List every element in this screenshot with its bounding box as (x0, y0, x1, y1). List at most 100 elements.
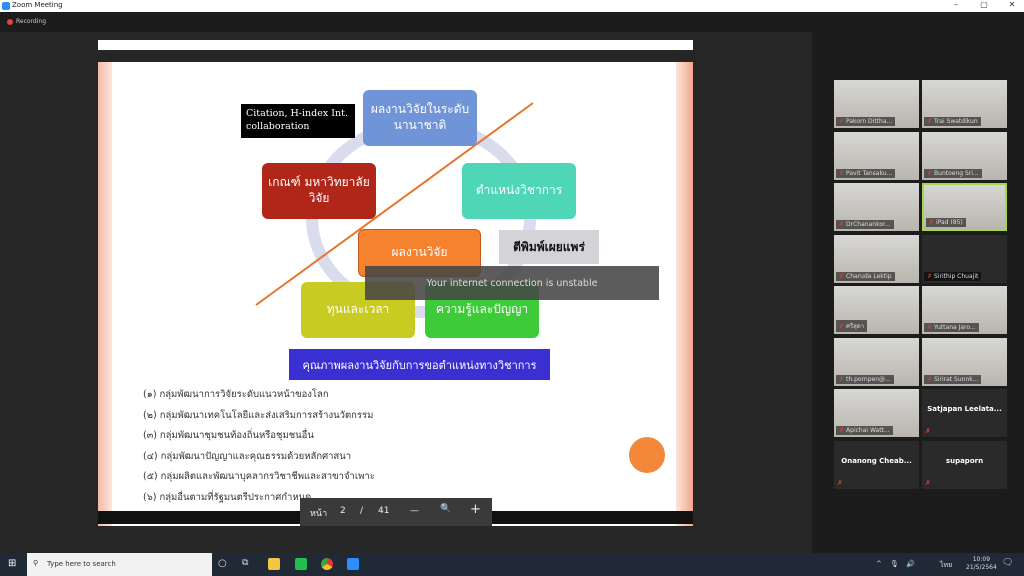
participant-name: DrChanankor... (846, 221, 891, 228)
chrome-icon[interactable] (321, 558, 333, 570)
pdf-page-controls: หน้า 2 / 41 — 🔍 + (300, 498, 492, 526)
participant-label: ✗ศรีสุดา (836, 320, 867, 332)
participant-tile[interactable]: ✗Apichai Watt... (834, 389, 919, 437)
cortana-icon[interactable]: ○ (218, 558, 227, 569)
participant-tile[interactable]: ✗Yuttana Jaro... (922, 286, 1007, 334)
box-research-university: เกณฑ์ มหาวิทยาลัยวิจัย (262, 163, 376, 219)
muted-mic-icon: ✗ (927, 375, 933, 383)
zoom-in-button[interactable]: + (470, 502, 481, 517)
participant-tile[interactable]: ✗Charuda Lektip (834, 234, 919, 283)
participant-tile[interactable]: ✗iPad (85) (922, 183, 1007, 231)
participant-label: ✗Charuda Lektip (836, 271, 895, 281)
participant-name: iPad (85) (936, 219, 963, 226)
participant-tile[interactable]: Satjapan Leelata... ✗ (922, 389, 1007, 437)
minimize-button[interactable]: – (954, 0, 958, 9)
muted-mic-icon: ✗ (929, 219, 935, 226)
participant-label: ✗th.pornpen@... (836, 374, 894, 384)
box-international-research: ผลงานวิจัยในระดับนานาชาติ (363, 90, 477, 146)
participant-label: ✗Apichai Watt... (836, 426, 893, 435)
participant-name: Pavit Tansaku... (846, 169, 893, 177)
participant-label: ✗Trai Swatdikun (924, 117, 981, 126)
magnifier-icon[interactable]: 🔍 (440, 504, 452, 514)
connection-toast: Your internet connection is unstable (365, 266, 659, 300)
participant-name: Apichai Watt... (846, 427, 890, 434)
page-number-input[interactable]: 2 (340, 506, 346, 516)
publish-box: ตีพิมพ์เผยแพร่ (499, 230, 599, 264)
participant-tile[interactable]: ✗Pavit Tansaku... (834, 131, 919, 180)
participant-label: ✗DrChanankor... (836, 220, 894, 229)
participant-label: ✗Yuttana Jaro... (924, 323, 979, 332)
line-app-icon[interactable] (295, 558, 307, 570)
muted-mic-icon: ✗ (839, 375, 845, 383)
participant-name: Sirirat Sunnk... (934, 375, 979, 383)
participant-label: ✗Sirirat Sunnk... (924, 374, 982, 384)
language-indicator[interactable]: ไทย (940, 561, 953, 569)
notifications-icon[interactable]: 🗨 (1002, 558, 1014, 568)
participant-name: Satjapan Leelata... (927, 405, 1002, 413)
participant-label: ✗Buntoeng Sri... (924, 168, 982, 178)
volume-icon[interactable]: 🔊 (906, 560, 915, 568)
participant-tile[interactable]: ✗th.pornpen@... (834, 337, 919, 386)
file-explorer-icon[interactable] (268, 558, 280, 570)
muted-mic-icon: ✗ (925, 427, 931, 435)
list-item: (๒) กลุ่มพัฒนาเทคโนโลยีและส่งเสริมการสร้… (143, 409, 374, 421)
list-item: (๔) กลุ่มพัฒนาปัญญาและคุณธรรมด้วยหลักศาส… (143, 450, 352, 462)
list-item: (๕) กลุ่มผลิตและพัฒนาบุคลากรวิชาชีพและสา… (143, 471, 375, 482)
participant-label: ✗Pavit Tansaku... (836, 168, 896, 178)
slide-banner: คุณภาพผลงานวิจัยกับการขอตำแหน่งทางวิชากา… (289, 349, 550, 380)
muted-mic-icon: ✗ (839, 169, 845, 177)
close-button[interactable]: ✕ (1008, 0, 1016, 9)
muted-mic-icon: ✗ (925, 478, 931, 487)
muted-mic-icon: ✗ (839, 221, 845, 228)
participant-tile[interactable]: Onanong Cheab... ✗ (834, 440, 919, 489)
participant-tile[interactable]: ✗DrChanankor... (834, 183, 919, 231)
task-view-icon[interactable]: ⧉ (242, 558, 249, 568)
slide-border-right (676, 62, 693, 526)
zoom-taskbar-icon[interactable] (347, 558, 359, 570)
participant-name: supaporn (945, 456, 984, 465)
citation-box: Citation, H-index Int. collaboration (241, 104, 355, 138)
previous-page-edge (98, 40, 693, 50)
participant-label: ✗iPad (85) (926, 218, 966, 227)
slide-border-left (98, 62, 112, 526)
muted-mic-icon: ✗ (839, 118, 845, 125)
recording-indicator[interactable]: Recording (0, 12, 1024, 32)
taskbar: ⊞ ⚲ Type here to search ○ ⧉ ^ 🎙 🔊 ไทย 10… (0, 553, 1024, 576)
participant-tile[interactable]: ✗Sirirat Sunnk... (922, 337, 1007, 386)
participant-name: Onanong Cheab... (841, 456, 912, 465)
box-academic-position: ตำแหน่งวิชาการ (462, 163, 576, 219)
muted-mic-icon: ✗ (927, 324, 933, 331)
participant-tile[interactable]: ✗Trai Swatdikun (922, 80, 1007, 128)
window-title: Zoom Meeting (12, 1, 63, 9)
participant-label: ✗Sirithip Chuajit (924, 271, 982, 281)
participant-tile[interactable]: ✗ศรีสุดา (834, 286, 919, 334)
participant-tile[interactable]: ✗Sirithip Chuajit (922, 234, 1007, 283)
list-item: (๖) กลุ่มอื่นตามที่รัฐมนตรีประกาศกำหนด (143, 491, 312, 503)
muted-mic-icon: ✗ (837, 478, 843, 487)
group-list: (๑) กลุ่มพัฒนาการวิจัยระดับแนวหน้าของโลก… (143, 385, 375, 508)
microphone-icon[interactable]: 🎙 (890, 560, 899, 568)
muted-mic-icon: ✗ (839, 272, 845, 280)
participant-name: Charuda Lektip (846, 272, 892, 280)
windows-start-icon[interactable]: ⊞ (8, 558, 17, 569)
page-separator: / (360, 506, 364, 516)
participant-name: th.pornpen@... (846, 375, 891, 383)
participant-tile[interactable]: supaporn ✗ (922, 440, 1007, 489)
page-label: หน้า (310, 509, 328, 519)
participant-label: ✗Pakorn Dittha... (836, 117, 896, 126)
participant-name: Sirithip Chuajit (934, 272, 979, 280)
participant-name: Buntoeng Sri... (934, 169, 979, 177)
clock[interactable]: 10:09 21/5/2564 (966, 556, 997, 572)
participant-name: Trai Swatdikun (934, 118, 978, 125)
participant-tile[interactable]: ✗Pakorn Dittha... (834, 80, 919, 128)
participant-name: Pakorn Dittha... (846, 118, 893, 125)
participant-tile[interactable]: ✗Buntoeng Sri... (922, 131, 1007, 180)
zoom-out-button[interactable]: — (410, 506, 419, 516)
taskbar-search[interactable]: ⚲ Type here to search (27, 553, 212, 576)
tray-chevron-icon[interactable]: ^ (876, 560, 882, 568)
maximize-button[interactable]: ▢ (980, 0, 988, 9)
search-placeholder: Type here to search (47, 560, 116, 568)
record-icon (7, 19, 13, 25)
list-item: (๓) กลุ่มพัฒนาชุมชนท้องถิ่นหรือชุมชนอื่น (143, 430, 314, 441)
